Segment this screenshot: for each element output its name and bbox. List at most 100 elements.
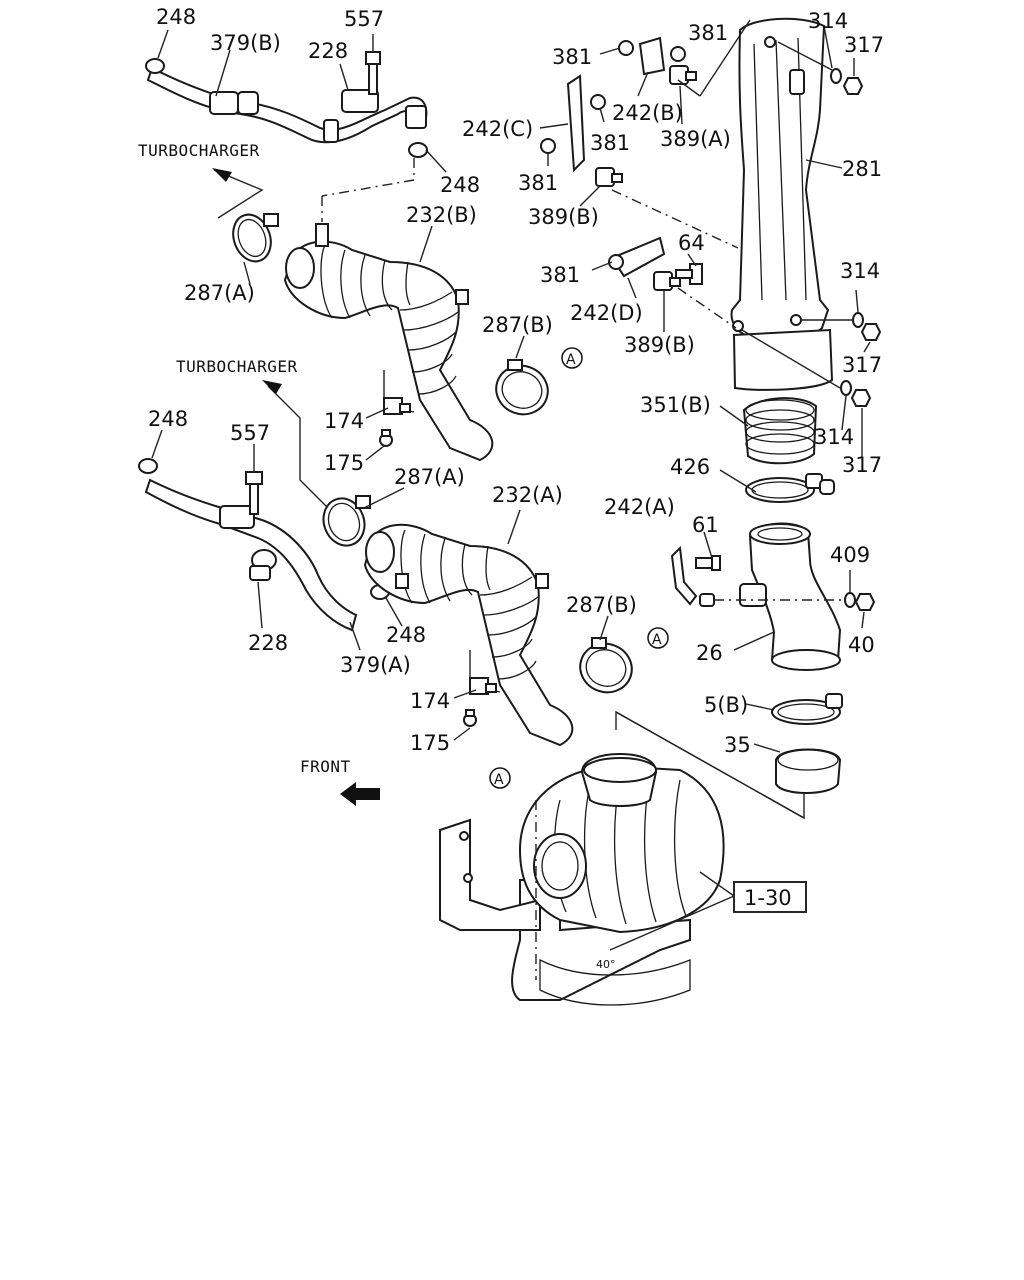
nut-381-e: [608, 254, 624, 270]
turbocharger-arrow-mid: [262, 380, 333, 513]
label-317: 317: [842, 353, 882, 377]
label-426: 426: [670, 455, 710, 479]
label-314: 314: [814, 425, 854, 449]
reference-a-label: A: [652, 632, 662, 648]
label-287a: 287(A): [394, 465, 465, 489]
bracket-242b: [638, 36, 666, 76]
label-314: 314: [808, 9, 848, 33]
bracket-242a: [670, 545, 721, 607]
clamp-5b: [771, 693, 843, 725]
label-389b: 389(B): [624, 333, 695, 357]
label-242a: 242(A): [604, 495, 675, 519]
label-389a: 389(A): [660, 127, 731, 151]
clamp-426: [745, 473, 835, 503]
label-175: 175: [324, 451, 364, 475]
clamp-287b-top: [495, 359, 549, 416]
label-381: 381: [552, 45, 592, 69]
label-381: 381: [540, 263, 580, 287]
washer-314-b: [852, 312, 864, 328]
hose-clip-248-top: [145, 29, 169, 74]
nut-317-b: [860, 323, 882, 341]
label-281: 281: [842, 157, 882, 181]
label-379a: 379(A): [340, 653, 411, 677]
front-arrow-icon: [340, 782, 380, 806]
label-174: 174: [324, 409, 364, 433]
mount-389b-mid: [653, 271, 681, 291]
label-228: 228: [248, 631, 288, 655]
label-5b: 5(B): [704, 693, 748, 717]
label-228: 228: [308, 39, 348, 63]
label-248: 248: [148, 407, 188, 431]
label-381: 381: [518, 171, 558, 195]
label-409: 409: [830, 543, 870, 567]
reference-a-label: A: [566, 352, 576, 368]
hose-clip-248-c: [138, 429, 163, 474]
sensor-174-top: [383, 370, 415, 415]
reference-circle-a: A: [647, 627, 669, 649]
label-248: 248: [440, 173, 480, 197]
elbow-duct-26: [739, 522, 842, 671]
label-351b: 351(B): [640, 393, 711, 417]
breather-hose-379a: [144, 478, 358, 632]
nut-381-d: [540, 138, 556, 154]
label-40: 40: [848, 633, 875, 657]
turbocharger-arrow-top: [212, 168, 264, 219]
bellows-351b: [742, 397, 818, 465]
label-242c: 242(C): [462, 117, 533, 141]
intake-duct-232b: [283, 223, 494, 462]
bracket-228-top: [339, 63, 379, 113]
washer-314-a: [830, 68, 842, 84]
reference-box-1-30: 1-30: [609, 871, 807, 951]
nut-40: [854, 593, 876, 611]
clamp-287b-mid: [579, 637, 633, 694]
screw-175-lower: [463, 709, 477, 727]
bracket-242c: [566, 74, 586, 173]
mount-389a: [669, 65, 697, 85]
intake-duct-232a: [363, 523, 574, 747]
label-317: 317: [844, 33, 884, 57]
label-242b: 242(B): [612, 101, 683, 125]
label-287b: 287(B): [566, 593, 637, 617]
bolt-64: [675, 263, 703, 285]
washer-409: [844, 592, 856, 608]
air-cleaner-assembly: 40°: [439, 752, 725, 1006]
mount-389b-top: [595, 167, 623, 187]
label-64: 64: [678, 231, 705, 255]
nut-381-c: [590, 94, 606, 110]
label-381: 381: [688, 21, 728, 45]
label-61: 61: [692, 513, 719, 537]
washer-314-c: [840, 380, 852, 396]
label-35: 35: [724, 733, 751, 757]
label-557: 557: [230, 421, 270, 445]
nut-381-b: [670, 46, 686, 62]
label-287a: 287(A): [184, 281, 255, 305]
bracket-228-lower: [249, 549, 277, 629]
hose-clip-248-b: [408, 142, 447, 173]
label-175: 175: [410, 731, 450, 755]
hose-clamp-287a-mid: [322, 495, 371, 547]
label-379b: 379(B): [210, 31, 281, 55]
reference-circle-a: A: [561, 347, 583, 369]
label-232b: 232(B): [406, 203, 477, 227]
air-inlet-snorkel-281: [730, 17, 834, 391]
breather-hose-379b: [146, 66, 428, 144]
label-248: 248: [156, 5, 196, 29]
label-174: 174: [410, 689, 450, 713]
nut-317-a: [842, 77, 864, 95]
label-287b: 287(B): [482, 313, 553, 337]
label-389b: 389(B): [528, 205, 599, 229]
nut-381-a: [618, 40, 634, 56]
caption-turbocharger-top: TURBOCHARGER: [138, 141, 260, 160]
bracket-242d: [610, 236, 666, 278]
label-314: 314: [840, 259, 880, 283]
screw-175-top: [379, 429, 393, 447]
label-381: 381: [590, 131, 630, 155]
label-248: 248: [386, 623, 426, 647]
bolt-557-lower: [245, 444, 263, 515]
label-26: 26: [696, 641, 723, 665]
reference-box-label: 1-30: [744, 886, 792, 910]
label-317: 317: [842, 453, 882, 477]
bolt-557-top: [365, 34, 381, 95]
